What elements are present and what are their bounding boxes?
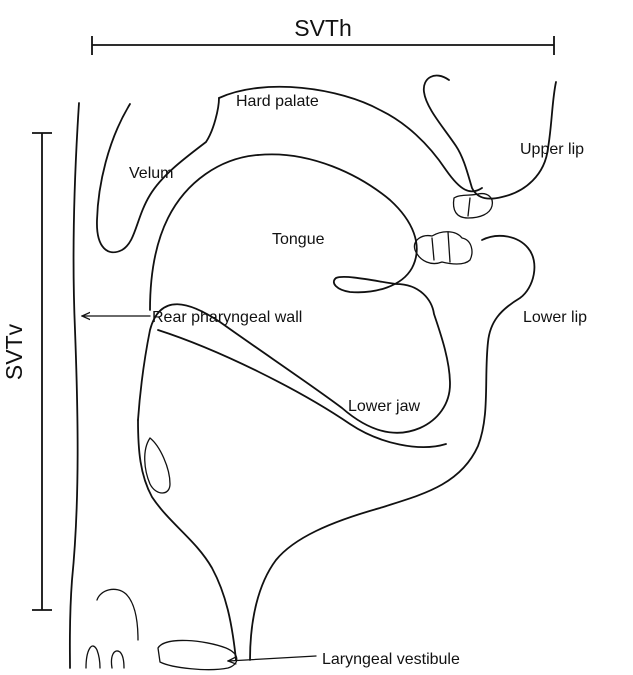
- velum-label: Velum: [129, 165, 173, 182]
- larynx-folds: [86, 589, 138, 668]
- lower-lip-label: Lower lip: [523, 309, 587, 326]
- lower-lip-outline: [250, 236, 534, 660]
- rear-pharyngeal-wall-contour: [70, 103, 79, 668]
- upper-teeth: [454, 194, 493, 218]
- epiglottis-outline: [145, 438, 170, 493]
- lower-jaw-line: [158, 330, 446, 447]
- svth-label: SVTh: [294, 15, 352, 41]
- upper-lip-outline: [424, 76, 556, 199]
- laryngeal-vestibule-outline: [158, 640, 237, 669]
- svtv-label: SVTv: [1, 323, 27, 380]
- tongue-label: Tongue: [272, 231, 325, 248]
- hard-palate-label: Hard palate: [236, 93, 319, 110]
- svtv-dimension-bar: [32, 133, 52, 610]
- lower-jaw-label: Lower jaw: [348, 398, 420, 415]
- lower-teeth: [414, 232, 471, 264]
- rear-pharyngeal-wall-label: Rear pharyngeal wall: [152, 309, 302, 326]
- pharynx-front-contour: [138, 420, 236, 660]
- laryngeal-vestibule-pointer: [228, 656, 316, 661]
- upper-lip-label: Upper lip: [520, 141, 584, 158]
- laryngeal-vestibule-label: Laryngeal vestibule: [322, 651, 460, 668]
